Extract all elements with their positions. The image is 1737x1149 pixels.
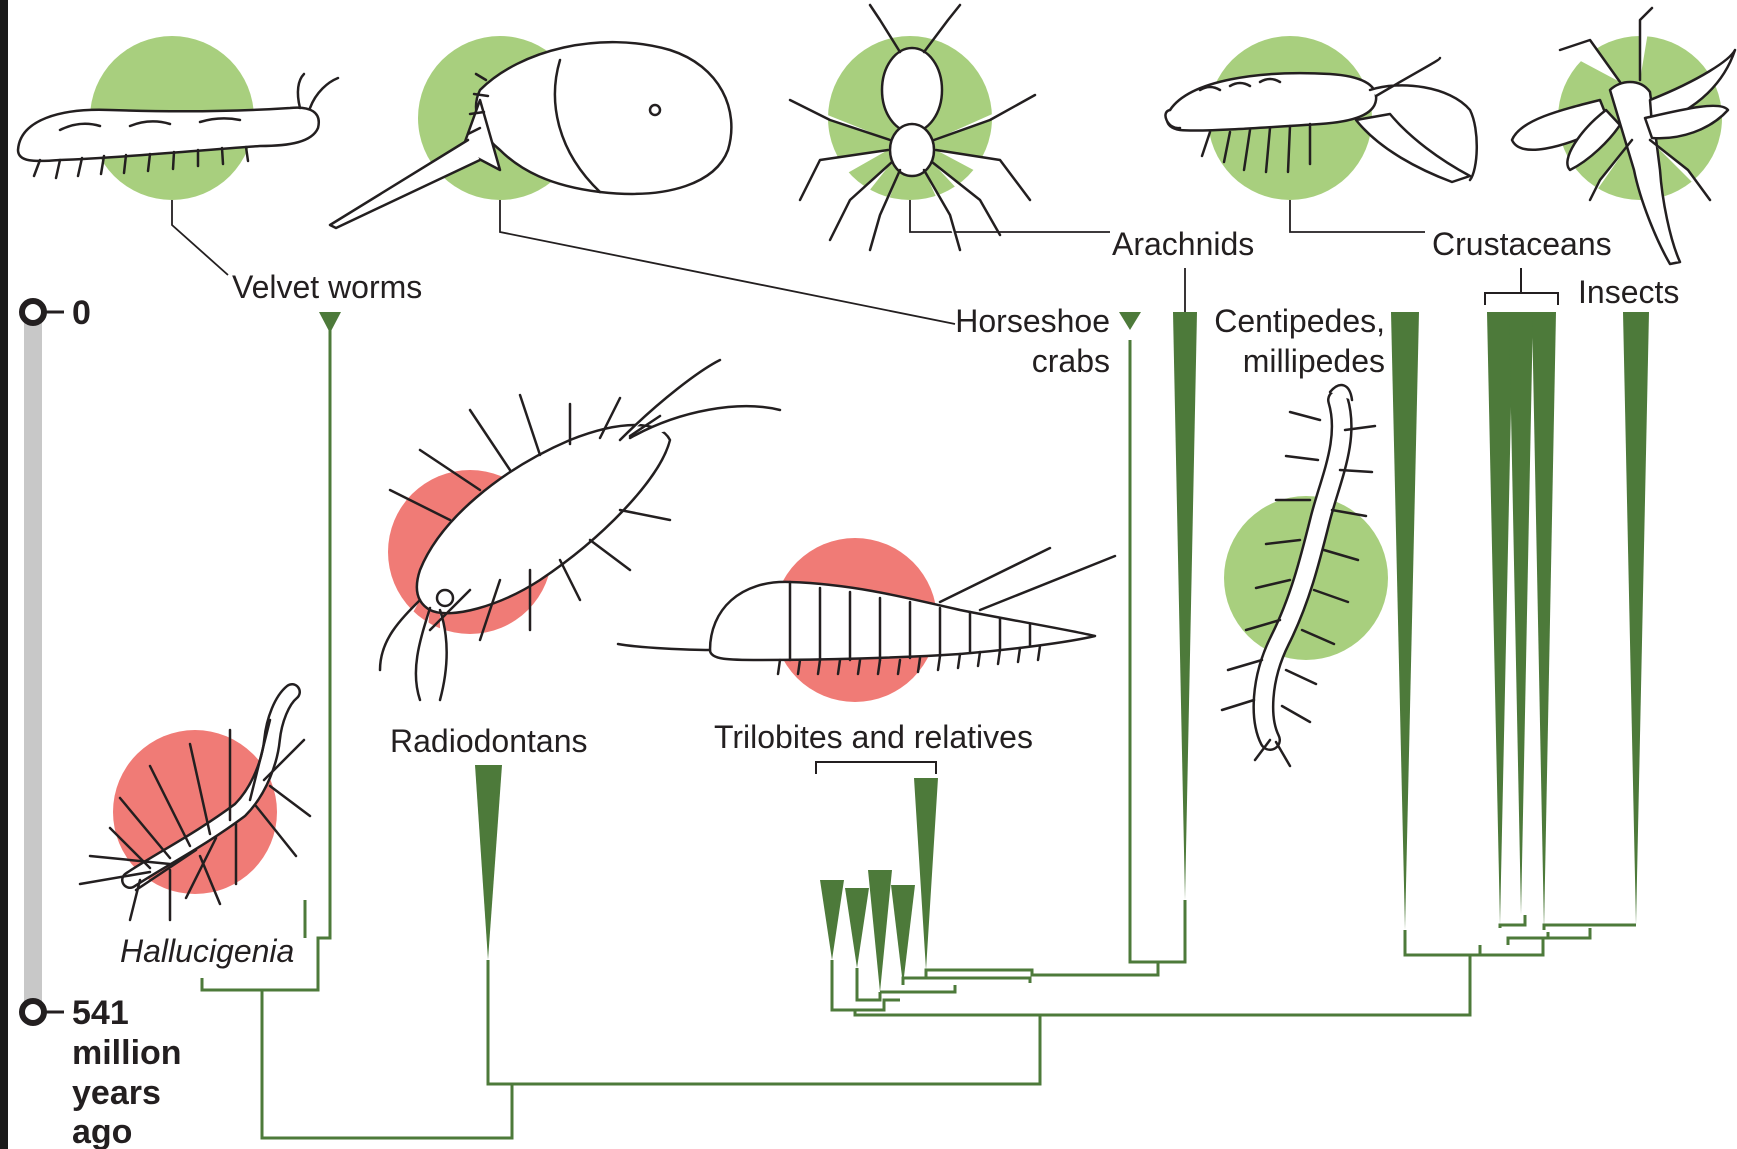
leader-velvet-worms (172, 200, 228, 275)
timescale (24, 312, 64, 1012)
wedge-radiodontans (475, 765, 502, 960)
branch-arthropods (855, 955, 1470, 1015)
wedge-crustaceans-2 (1509, 312, 1533, 915)
leader-horseshoe-crabs (500, 200, 955, 324)
timescale-label-bottom-4: ago (72, 1113, 132, 1149)
branch-root (262, 1084, 512, 1138)
branch-mandibulates (1405, 930, 1543, 955)
label-horseshoe-crabs-line2: crabs (1032, 343, 1110, 379)
wedge-crustaceans-3 (1532, 312, 1556, 930)
label-myriapods-line1: Centipedes, (1214, 303, 1385, 339)
horseshoe-crab-icon (330, 42, 731, 228)
wedge-trilobite-1 (820, 880, 844, 960)
timescale-label-bottom-1: 541 (72, 994, 129, 1032)
branch-trilobite-4 (903, 978, 1030, 985)
timescale-label-top: 0 (72, 294, 91, 332)
branch-mandibulate-stem (1405, 945, 1480, 955)
label-hallucigenia: Hallucigenia (120, 933, 294, 969)
wedge-arachnids (1173, 312, 1197, 900)
wedge-horseshoe-crabs (1119, 312, 1141, 330)
wedge-trilobite-3 (868, 870, 892, 992)
left-edge (0, 0, 8, 1149)
timescale-ring-bottom (22, 1001, 44, 1023)
wedge-crustaceans-1 (1487, 312, 1513, 925)
label-horseshoe-crabs-line1: Horseshoe (955, 303, 1110, 339)
branch-crustacean-node-1 (1500, 915, 1525, 928)
branch-trilobite-bush (832, 960, 900, 1010)
wedge-velvet-worms (319, 312, 341, 333)
wedge-trilobite-5 (914, 778, 938, 970)
bracket-trilobites (816, 762, 936, 774)
wedge-trilobite-4 (891, 885, 915, 985)
timescale-label-bottom-2: million (72, 1034, 182, 1072)
label-myriapods-line2: millipedes (1243, 343, 1385, 379)
label-crustaceans: Crustaceans (1432, 226, 1612, 262)
label-radiodontans: Radiodontans (390, 723, 587, 759)
timescale-label-bottom-3: years (72, 1074, 161, 1112)
label-velvet-worms: Velvet worms (232, 269, 422, 305)
branch-velvet-worms (202, 330, 330, 990)
branch-trilobite-5 (926, 962, 1158, 978)
leader-crustaceans (1290, 200, 1425, 232)
wedge-myriapods (1391, 312, 1419, 930)
timescale-ring-top (22, 301, 44, 323)
label-arachnids: Arachnids (1112, 226, 1254, 262)
wedge-insects (1623, 312, 1649, 925)
wedge-trilobite-2 (845, 888, 869, 968)
bracket-crustaceans (1485, 293, 1558, 305)
label-insects: Insects (1578, 274, 1679, 310)
branch-trilobite-2 (857, 968, 880, 1000)
label-trilobites: Trilobites and relatives (714, 719, 1033, 755)
timescale-bar (24, 312, 42, 1012)
branch-trilobite-3 (880, 985, 955, 992)
